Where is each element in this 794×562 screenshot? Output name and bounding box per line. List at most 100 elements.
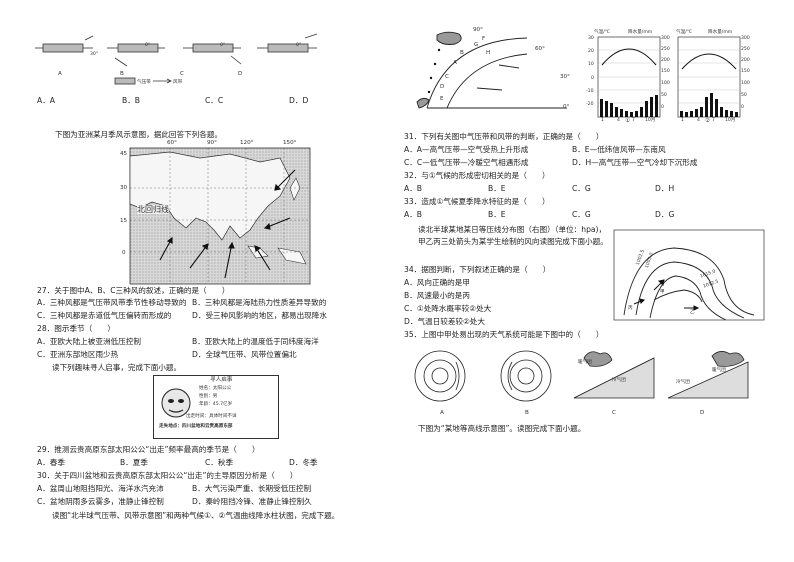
c2-rain-tick-50: 50 bbox=[741, 93, 747, 98]
q33-option-c: C．G bbox=[572, 210, 591, 219]
arc-letter-a: A bbox=[453, 60, 457, 66]
arc-letter-f: F bbox=[482, 36, 486, 42]
c1-temp-tick-20: 20 bbox=[588, 49, 594, 54]
system-d-cold-label: 冷气团 bbox=[676, 380, 690, 385]
q33-stem: 33．造成①气候夏季降水特征的是（ ） bbox=[404, 197, 550, 206]
arc-lat-90: 90° bbox=[473, 27, 483, 33]
c1-rain-tick-200: 200 bbox=[661, 58, 670, 63]
q34-option-d: D．气温日较差较②处大 bbox=[404, 317, 485, 326]
c2-rain-tick-300: 300 bbox=[741, 36, 750, 41]
c1-month-7: 7 bbox=[632, 118, 635, 123]
map-lon-120: 120° bbox=[240, 140, 254, 146]
q28-stem: 28．图示季节（ ） bbox=[37, 324, 116, 333]
c1-rain-tick-0: 0 bbox=[661, 105, 664, 110]
c1-month-1: 1 bbox=[601, 118, 604, 123]
map-lat-15: 15 bbox=[120, 218, 128, 224]
map-lat-30: 30 bbox=[120, 185, 128, 191]
q27-option-a: A．三种风都是气压带风带季节性移动导致的 bbox=[37, 298, 187, 307]
arc-letter-b: B bbox=[460, 50, 464, 56]
c2-rain-tick-150: 150 bbox=[741, 69, 750, 74]
top-option-c: C．C bbox=[205, 96, 224, 105]
q27-option-d: D．受三种风影响的地区，都易出现降水 bbox=[192, 311, 327, 320]
q34-option-c: C．①处降水概率较②处大 bbox=[404, 304, 492, 313]
q30-stem: 30．关于四川盆地和云贵高原东部太阳公公“出走”的主导原因分析是（ ） bbox=[37, 471, 298, 480]
notice-name: 姓名：太阳公公 bbox=[199, 386, 232, 391]
lat-30-label: 30° bbox=[90, 52, 99, 57]
climate-chart-2 bbox=[677, 36, 741, 118]
isobar-bing: 丙 bbox=[628, 306, 633, 311]
q29-option-d: D．冬季 bbox=[289, 458, 318, 467]
system-label-c: C bbox=[612, 410, 616, 416]
deg-mark-1: 0° bbox=[145, 43, 151, 48]
arc-letter-e: E bbox=[440, 96, 444, 102]
q30-option-b: B．大气污染严重、长期受低压控制 bbox=[192, 484, 312, 493]
monsoon-intro: 下图为亚洲某月季风示意图，据此回答下列各题。 bbox=[55, 130, 223, 139]
isobar-intro: 读北半球某地某日等压线分布图（右图）（单位：hpa)，甲乙丙三处箭头为某学生绘制… bbox=[418, 225, 608, 247]
c1-temp-tick-0: 0 bbox=[591, 76, 594, 81]
q32-option-a: A．B bbox=[404, 184, 422, 193]
q31-stem: 31．下列有关图中气压带和风带的判断，正确的是（ ） bbox=[404, 132, 604, 141]
diagram-label-c: C bbox=[180, 71, 184, 77]
isobar-map bbox=[613, 229, 765, 321]
q29-option-c: C．秋季 bbox=[205, 458, 234, 467]
c2-rain-tick-200: 200 bbox=[741, 58, 750, 63]
q29-option-a: A．春季 bbox=[37, 458, 65, 467]
legend-wind: 风带 bbox=[173, 80, 183, 85]
q27-option-b: B．三种风都是海陆热力性质差异导致的 bbox=[192, 298, 327, 307]
map-lon-150: 150° bbox=[283, 140, 297, 146]
c2-rain-tick-100: 100 bbox=[741, 81, 750, 86]
c1-rain-tick-100: 100 bbox=[661, 81, 670, 86]
q32-option-c: C．G bbox=[572, 184, 591, 193]
c1-temp-tick-10: 10 bbox=[588, 62, 594, 67]
climate1-rain-axis-title: 降水量/mm bbox=[628, 30, 653, 35]
q31-option-b: B．E—低纬信风带—东南风 bbox=[572, 145, 666, 154]
q33-option-d: D．G bbox=[655, 210, 675, 219]
c1-month-4: 4 bbox=[617, 118, 620, 123]
c1-rain-tick-250: 250 bbox=[661, 47, 670, 52]
c1-temp-tick-30: 30 bbox=[588, 36, 594, 41]
q27-stem: 27．关于图中A、B、C三种风的叙述，正确的是（ ） bbox=[37, 286, 230, 295]
q33-option-b: B．E bbox=[488, 210, 506, 219]
arc-letter-d: D bbox=[440, 84, 445, 90]
diagram-label-d: D bbox=[238, 71, 243, 77]
system-d-warm-label: 暖气团 bbox=[712, 368, 726, 373]
system-label-d: D bbox=[700, 410, 705, 416]
diagram-label-a: A bbox=[58, 71, 62, 77]
notice-gender: 性别：男 bbox=[199, 394, 218, 399]
q32-stem: 32．与①气候的形成密切相关的是（ ） bbox=[404, 171, 550, 180]
weather-system-d bbox=[667, 351, 749, 399]
climate2-temp-axis-title: 气温/℃ bbox=[676, 30, 692, 35]
climate1-temp-axis-title: 气温/℃ bbox=[594, 30, 610, 35]
q33-option-a: A．B bbox=[404, 210, 422, 219]
arc-letter-h: H bbox=[486, 50, 491, 56]
legend-pressure: 气压带 bbox=[137, 80, 151, 85]
isobar-yi: 乙 bbox=[690, 310, 695, 315]
climate-2-label: ② bbox=[705, 118, 711, 124]
c1-temp-tick-m10: -10 bbox=[586, 89, 594, 94]
notice-age: 年龄：45.7亿岁 bbox=[199, 402, 233, 407]
isobar-jia: 甲 bbox=[660, 290, 665, 295]
system-label-b: B bbox=[525, 410, 529, 416]
q30-option-d: D．秦岭阻挡冷锋、准静止锋控制久 bbox=[192, 497, 312, 506]
map-lat-0: 0 bbox=[122, 250, 126, 256]
diagram-label-b: B bbox=[120, 71, 124, 77]
bottom-intro: 下图为“某地等高线示意图”。读图完成下面小题。 bbox=[418, 424, 586, 433]
q31-option-d: D．H—高气压带—空气冷却下沉形成 bbox=[572, 158, 698, 167]
deg-mark-3: 0° bbox=[296, 43, 302, 48]
q30-option-c: C．盆地阴雨多云雾多，准静止锋控制 bbox=[37, 497, 164, 506]
q29-option-b: B．夏季 bbox=[120, 458, 148, 467]
c2-rain-tick-0: 0 bbox=[741, 105, 744, 110]
last-intro: 读图“北半球气压带、风带示意图”和两种气候①、②气温曲线降水柱状图，完成下题。 bbox=[52, 511, 340, 520]
asia-monsoon-map bbox=[129, 147, 311, 285]
arc-lat-60: 60° bbox=[535, 46, 545, 52]
system-label-a: A bbox=[440, 410, 444, 416]
c1-rain-tick-50: 50 bbox=[661, 93, 667, 98]
climate2-rain-axis-title: 降水量/mm bbox=[708, 30, 733, 35]
q32-option-d: D．H bbox=[655, 184, 675, 193]
arc-lat-0: 0° bbox=[563, 104, 570, 110]
c1-rain-tick-300: 300 bbox=[661, 36, 670, 41]
c2-rain-tick-250: 250 bbox=[741, 47, 750, 52]
top-option-d: D．D bbox=[289, 96, 309, 105]
tropic-label: 北回归线 bbox=[137, 205, 169, 215]
face-illustration bbox=[161, 388, 191, 418]
